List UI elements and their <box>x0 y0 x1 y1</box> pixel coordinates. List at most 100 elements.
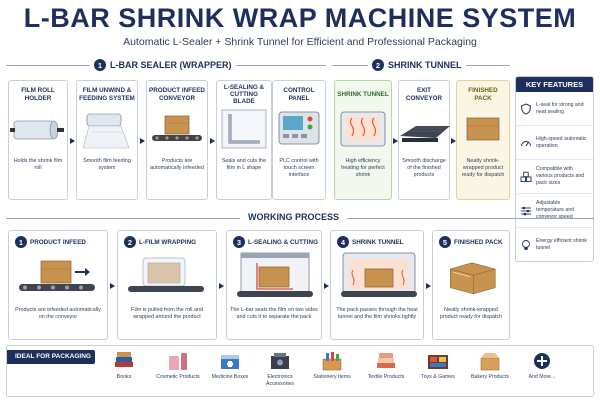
textile-icon <box>377 353 395 368</box>
bulb-icon <box>522 240 530 250</box>
electronics-icon <box>271 353 289 369</box>
component-desc: Holds the shrink film roll <box>13 158 63 172</box>
sealing-illustration-icon <box>237 252 313 297</box>
component-desc: Products are automatically infeeded <box>150 158 204 172</box>
ideal-item: Electronics Accessories <box>257 350 303 387</box>
flow-arrow <box>110 283 115 289</box>
toys-icon <box>428 355 448 369</box>
flow-arrow <box>210 138 215 144</box>
component-title: FILM ROLL HOLDER <box>21 87 55 102</box>
component-card-finished-pack: FINISHED PACK Neatly shrink-wrapped prod… <box>456 80 510 200</box>
flow-arrow <box>219 283 224 289</box>
component-card-film-unwind: FILM UNWIND & FEEDING SYSTEM Smooth film… <box>76 80 138 200</box>
component-desc: Smooth film feeding system <box>83 158 131 172</box>
section-number: 1 <box>94 59 106 71</box>
component-desc: Smooth discharge of the finished product… <box>402 158 446 179</box>
books-icon <box>115 352 133 367</box>
section-header-sealer: 1 L-BAR SEALER (WRAPPER) <box>90 59 236 71</box>
ideal-for-packaging-panel: IDEAL FOR PACKAGING Books Cosmetic Produ… <box>6 345 594 397</box>
film-roll-icon <box>10 120 64 140</box>
stationery-icon <box>322 352 342 371</box>
section-number: 2 <box>372 59 384 71</box>
step-title: L-SEALING & CUTTING <box>248 238 318 246</box>
ideal-title: IDEAL FOR PACKAGING <box>7 350 95 364</box>
section-header-tunnel: 2 SHRINK TUNNEL <box>368 59 466 71</box>
component-title: FILM UNWIND & FEEDING SYSTEM <box>79 87 135 102</box>
feature-item: Energy efficient shrink tunnel <box>516 228 593 262</box>
ideal-item-label: Bakery Products <box>470 374 510 380</box>
feature-item: Adjustable temperature and conveyor spee… <box>516 194 593 228</box>
finished-pack-icon <box>464 115 502 143</box>
feature-item: High-speed automatic operation <box>516 126 593 160</box>
ideal-item: Toys & Games <box>415 350 461 381</box>
step-number: 4 <box>337 236 349 248</box>
flow-arrow <box>393 138 398 144</box>
step-desc: Neatly shrink-wrapped product ready for … <box>439 307 503 321</box>
ideal-item-label: Cosmetic Products <box>156 374 200 380</box>
plus-icon <box>534 353 550 369</box>
l-blade-icon <box>221 109 267 149</box>
boxes-icon <box>520 171 532 182</box>
step-title: FINISHED PACK <box>454 238 503 246</box>
component-card-exit-conveyor: EXIT CONVEYOR Smooth discharge of the fi… <box>398 80 450 200</box>
speed-icon <box>521 140 531 146</box>
feature-text: High-speed automatic operation <box>536 135 587 149</box>
ideal-item: Textile Products <box>363 350 409 381</box>
component-title: FINISHED PACK <box>468 87 498 102</box>
exit-conveyor-icon <box>400 126 450 142</box>
pack-illustration-icon <box>450 262 496 295</box>
feature-text: Compatible with various products and pac… <box>536 166 585 186</box>
component-title: SHRINK TUNNEL <box>337 90 389 98</box>
step-number: 1 <box>15 236 27 248</box>
medicine-icon <box>221 355 239 369</box>
shield-icon <box>520 102 532 115</box>
feature-item: Compatible with various products and pac… <box>516 160 593 194</box>
page-subtitle: Automatic L-Sealer + Shrink Tunnel for E… <box>123 36 477 48</box>
component-title: L-SEALING & CUTTING BLADE <box>223 83 265 106</box>
feature-text: Adjustable temperature and conveyor spee… <box>536 200 575 220</box>
component-card-shrink-tunnel: SHRINK TUNNEL High efficiency heating fo… <box>334 80 392 200</box>
component-desc: Neatly shrink-wrapped product ready for … <box>461 158 505 179</box>
feature-item: L-seal for strong and neat sealing <box>516 92 593 126</box>
shrink-tunnel-icon <box>340 111 386 147</box>
component-title: EXIT CONVEYOR <box>405 87 443 102</box>
step-desc: Products are infeeded automatically on t… <box>15 307 101 321</box>
working-process-title: WORKING PROCESS <box>240 212 348 222</box>
step-title: PRODUCT INFEED <box>30 238 86 246</box>
ideal-item-label: Electronics Accessories <box>266 374 294 387</box>
flow-arrow <box>426 283 431 289</box>
ideal-item-label: Stationery Items <box>313 374 351 380</box>
page-title: L-BAR SHRINK WRAP MACHINE SYSTEM <box>23 3 577 33</box>
step-number: 3 <box>233 236 245 248</box>
key-features-title: KEY FEATURES <box>516 77 593 92</box>
step-number: 5 <box>439 236 451 248</box>
sliders-icon <box>521 206 531 215</box>
component-desc: PLC control with touch screen interface <box>279 158 319 179</box>
component-title: CONTROL PANEL <box>283 87 315 102</box>
tunnel-illustration-icon <box>341 252 417 297</box>
bakery-icon <box>480 353 500 371</box>
step-title: SHRINK TUNNEL <box>352 238 404 246</box>
control-panel-icon <box>278 111 320 145</box>
section-title: L-BAR SEALER (WRAPPER) <box>110 60 232 70</box>
ideal-item: And More... <box>519 350 565 381</box>
component-title: PRODUCT INFEED CONVEYOR <box>149 87 205 102</box>
flow-arrow <box>451 138 456 144</box>
flow-arrow <box>324 283 329 289</box>
ideal-item-label: And More... <box>528 374 556 380</box>
wrapping-illustration-icon <box>128 257 204 292</box>
feature-text: Energy efficient shrink tunnel <box>536 238 587 251</box>
component-card-control-panel: CONTROL PANEL PLC control with touch scr… <box>272 80 326 200</box>
ideal-item: Cosmetic Products <box>155 350 201 381</box>
infeed-illustration-icon <box>19 260 95 291</box>
step-desc: The pack passes through the heat tunnel … <box>336 307 418 321</box>
step-desc: Film is pulled from the roll and wrapped… <box>131 307 203 321</box>
ideal-item: Books <box>101 350 147 381</box>
feature-text: L-seal for strong and neat sealing <box>536 101 584 115</box>
ideal-item-label: Textile Products <box>367 374 405 380</box>
section-title: SHRINK TUNNEL <box>388 60 462 70</box>
